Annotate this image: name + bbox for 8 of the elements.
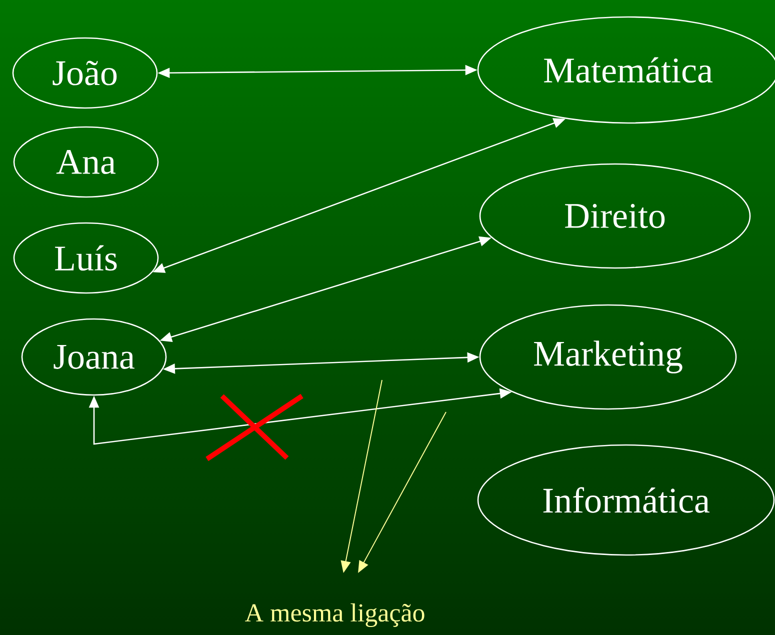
note-text: A mesma ligação [245, 603, 424, 628]
ellipse-node: Informática [477, 444, 775, 556]
ellipse-node: Marketing [479, 304, 737, 410]
ellipse-node: Direito [479, 163, 751, 269]
ellipse-node: João [12, 37, 158, 109]
ellipse-node: Ana [13, 126, 159, 198]
ellipse-node: Joana [21, 318, 167, 396]
ellipse-node: Luís [13, 222, 159, 294]
